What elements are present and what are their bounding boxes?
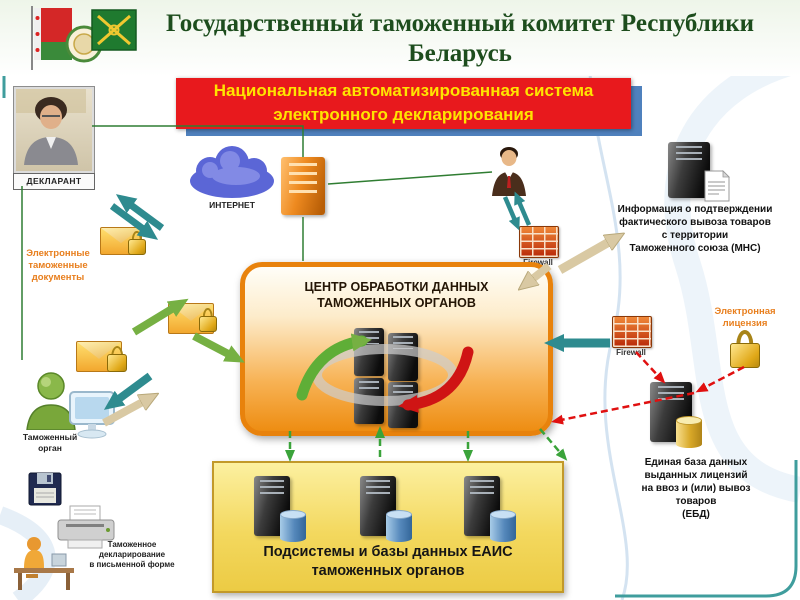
mns-info-label: Информация о подтверждении фактического … [617, 204, 773, 254]
declarant-label: ДЕКЛАРАНТ [13, 173, 95, 190]
printer-icon [56, 504, 116, 555]
monitor-icon [68, 390, 120, 445]
title-line-2: Республики Беларусь [408, 10, 755, 67]
padlock-icon [107, 346, 127, 373]
padlock-icon [199, 308, 217, 332]
flags-emblem [22, 4, 140, 74]
customs-officer-icon [26, 372, 76, 435]
floppy-disk-icon [28, 472, 62, 511]
customs-authority-label: Таможенный орган [22, 432, 78, 453]
banner-line-2: электронного декларирования [273, 105, 534, 124]
padlock-icon [128, 231, 146, 255]
page-title: Государственный таможенный комитет Респу… [130, 9, 790, 69]
firewall-top-icon [519, 226, 559, 258]
dc-server-icon [388, 382, 418, 428]
ebd-label: Единая база данных выданных лицензий на … [641, 457, 751, 520]
paper-declaration-label: Таможенное декларирование в письменной ф… [89, 540, 175, 569]
dc-server-icon [354, 328, 384, 376]
subsystems-box: Подсистемы и базы данных ЕАИС таможенных… [212, 461, 564, 593]
elicense-label: Электронная лицензия [714, 306, 776, 329]
dc-server-icon [354, 378, 384, 424]
subsystem-database-icon [280, 510, 306, 542]
trader-person-icon [490, 146, 528, 201]
subsystem-database-icon [386, 510, 412, 542]
banner-line-1: Национальная автоматизированная система [213, 81, 594, 100]
internet-cloud-icon [186, 140, 278, 207]
desk-person-icon [12, 534, 76, 597]
data-center-box: ЦЕНТР ОБРАБОТКИ ДАННЫХ ТАМОЖЕННЫХ ОРГАНО… [240, 262, 553, 436]
data-center-title: ЦЕНТР ОБРАБОТКИ ДАННЫХ ТАМОЖЕННЫХ ОРГАНО… [304, 280, 489, 310]
title-line-1: Государственный таможенный комитет [165, 10, 615, 37]
firewall-right-icon [612, 316, 652, 348]
mns-server-icon [668, 142, 710, 198]
subsystems-title: Подсистемы и базы данных ЕАИС таможенных… [263, 544, 513, 579]
mns-document-icon [704, 170, 730, 207]
system-banner: Национальная автоматизированная система … [176, 78, 631, 129]
ebd-database-icon [676, 416, 702, 448]
elicense-padlock-icon [730, 330, 760, 368]
declarant-photo [13, 86, 95, 174]
internet-server-icon [281, 157, 325, 215]
edocs-label: Электронные таможенные документы [26, 248, 90, 283]
internet-label: ИНТЕРНЕТ [209, 200, 255, 210]
subsystem-database-icon [490, 510, 516, 542]
dc-server-icon [388, 333, 418, 381]
firewall-right-label: Firewall [616, 348, 646, 357]
